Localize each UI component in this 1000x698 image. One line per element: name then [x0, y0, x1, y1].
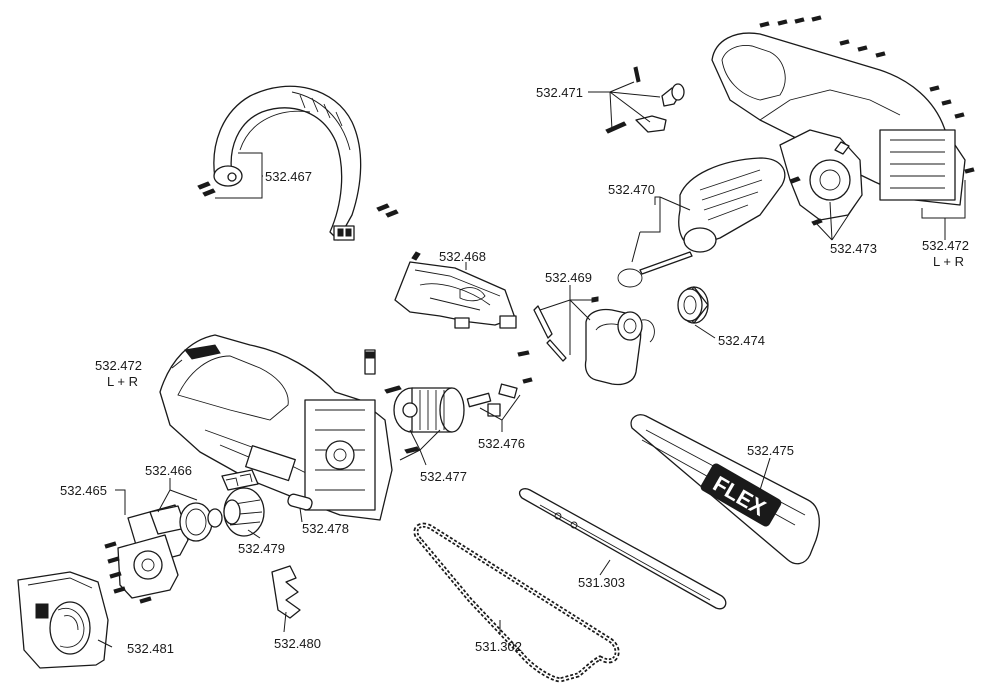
- part-label-532-465: 532.465: [60, 483, 107, 498]
- part-label-532-472-left: 532.472: [95, 358, 142, 373]
- leader-lines: [97, 81, 966, 648]
- adjuster-bolts-drawing: [466, 377, 533, 417]
- sprocket-cover-drawing: [17, 571, 109, 669]
- oil-cap-drawing: [677, 286, 709, 324]
- tensioner-parts-drawing: [605, 66, 685, 134]
- oil-tank-drawing: [617, 157, 786, 288]
- part-label-532-469: 532.469: [545, 270, 592, 285]
- scabbard-drawing: FLEX: [630, 414, 820, 565]
- sprocket-parts-drawing: [104, 469, 265, 604]
- top-housing-drawing: [711, 15, 975, 206]
- part-label-532-476: 532.476: [478, 436, 525, 451]
- part-label-531-303: 531.303: [578, 575, 625, 590]
- part-label-532-481: 532.481: [127, 641, 174, 656]
- front-handle-drawing: [197, 85, 399, 241]
- part-labels: 532.471 532.467 532.470 532.473 532.472 …: [60, 85, 969, 656]
- part-label-532-472-top: 532.472: [922, 238, 969, 253]
- part-label-532-480: 532.480: [274, 636, 321, 651]
- part-label-532-467: 532.467: [265, 169, 312, 184]
- part-label-532-478: 532.478: [302, 521, 349, 536]
- part-label-531-302: 531.302: [475, 639, 522, 654]
- part-label-532-471: 532.471: [536, 85, 583, 100]
- bumper-plate-drawing: [287, 493, 313, 511]
- part-label-532-477: 532.477: [420, 469, 467, 484]
- part-label-532-468: 532.468: [439, 249, 486, 264]
- part-label-532-472-top-note: L + R: [933, 254, 964, 269]
- motor-drawing: [364, 349, 465, 433]
- part-label-532-473: 532.473: [830, 241, 877, 256]
- part-label-532-479: 532.479: [238, 541, 285, 556]
- part-label-532-474: 532.474: [718, 333, 765, 348]
- part-label-532-475: 532.475: [747, 443, 794, 458]
- saw-chain-drawing: [413, 522, 620, 683]
- control-board-drawing: [394, 251, 517, 329]
- left-housing-drawing: FLEX: [159, 334, 420, 521]
- oil-pump-drawing: [517, 296, 655, 386]
- drive-cover-drawing: [779, 129, 863, 226]
- bumper-spike-drawing: [271, 565, 301, 619]
- guide-bar-drawing: [518, 488, 727, 610]
- part-label-532-466: 532.466: [145, 463, 192, 478]
- part-label-532-472-left-note: L + R: [107, 374, 138, 389]
- part-label-532-470: 532.470: [608, 182, 655, 197]
